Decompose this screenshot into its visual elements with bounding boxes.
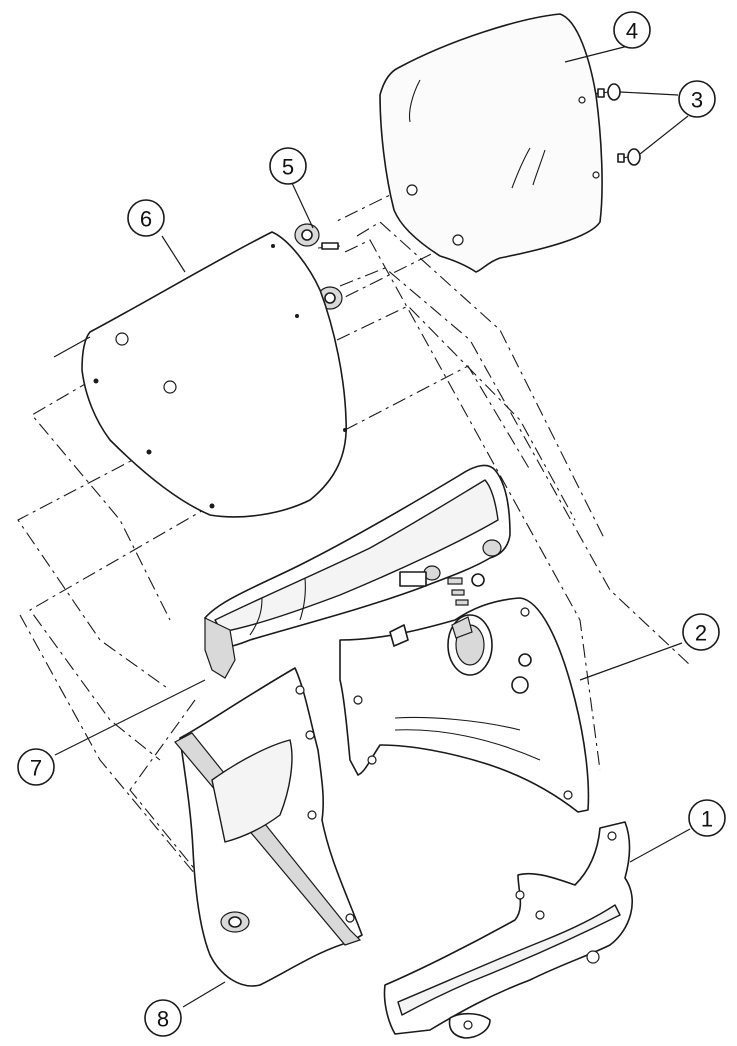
callout-label: 5 — [282, 155, 294, 180]
alignment-lines — [17, 91, 691, 981]
bracket-tray-part-7 — [204, 464, 511, 679]
windshield-part-4 — [379, 13, 603, 273]
base-bracket-part-1 — [383, 821, 633, 1039]
callout-5: 5 — [269, 147, 307, 185]
callout-8: 8 — [144, 999, 182, 1037]
callout-7: 7 — [17, 748, 55, 786]
callout-label: 4 — [626, 19, 638, 44]
callout-3: 3 — [678, 80, 716, 118]
callout-label: 1 — [701, 807, 713, 832]
screws-part-3 — [597, 83, 641, 166]
hardware-stack — [447, 573, 485, 606]
callout-label: 2 — [695, 621, 707, 646]
callout-label: 6 — [140, 207, 152, 232]
callout-4: 4 — [613, 11, 651, 49]
callout-label: 3 — [691, 88, 703, 113]
leader-lines — [53, 44, 691, 1008]
callout-6: 6 — [127, 199, 165, 237]
callout-label: 7 — [30, 756, 42, 781]
grommets-part-5 — [271, 223, 343, 317]
callout-2: 2 — [682, 613, 720, 651]
callout-label: 8 — [157, 1007, 169, 1032]
lower-bracket-part-8 — [174, 667, 363, 987]
headlight-bracket-part-2 — [339, 597, 590, 813]
callout-1: 1 — [688, 799, 726, 837]
fairing-panel-part-6 — [81, 231, 347, 518]
